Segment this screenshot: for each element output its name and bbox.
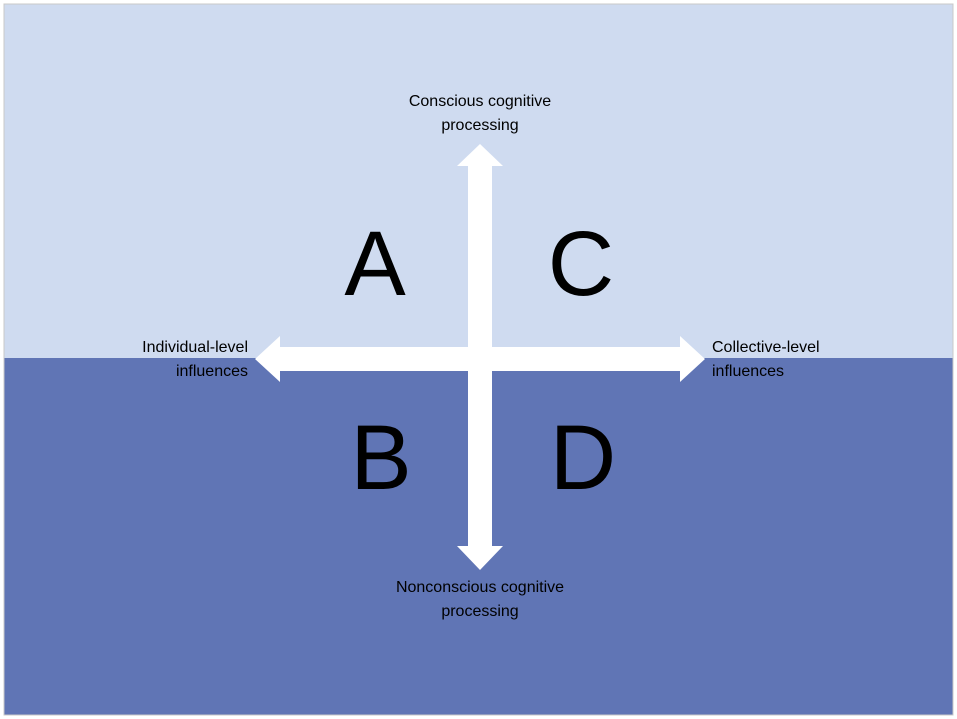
axis-label-line: Individual-level — [142, 339, 248, 356]
diagram-border — [3, 3, 954, 716]
axis-label-line: influences — [712, 363, 785, 380]
quadrant-c-label: C — [547, 213, 615, 315]
axis-label-line: Conscious cognitive — [408, 93, 552, 110]
axis-label-collective: Collective-level influences — [712, 336, 872, 384]
quadrant-b-label: B — [350, 407, 412, 509]
axis-label-line: Nonconscious cognitive — [395, 579, 565, 596]
axis-label-line: processing — [441, 603, 519, 620]
quadrant-a-label: A — [344, 213, 406, 315]
quadrant-d-label: D — [549, 407, 617, 509]
axis-label-individual: Individual-level influences — [96, 336, 248, 384]
horizontal-axis-arrow — [255, 336, 705, 382]
axis-label-line: Collective-level — [712, 339, 820, 356]
axis-label-conscious: Conscious cognitive processing — [360, 90, 600, 138]
axis-label-line: processing — [441, 117, 519, 134]
axis-label-line: influences — [175, 363, 248, 380]
axis-label-nonconscious: Nonconscious cognitive processing — [350, 576, 610, 624]
